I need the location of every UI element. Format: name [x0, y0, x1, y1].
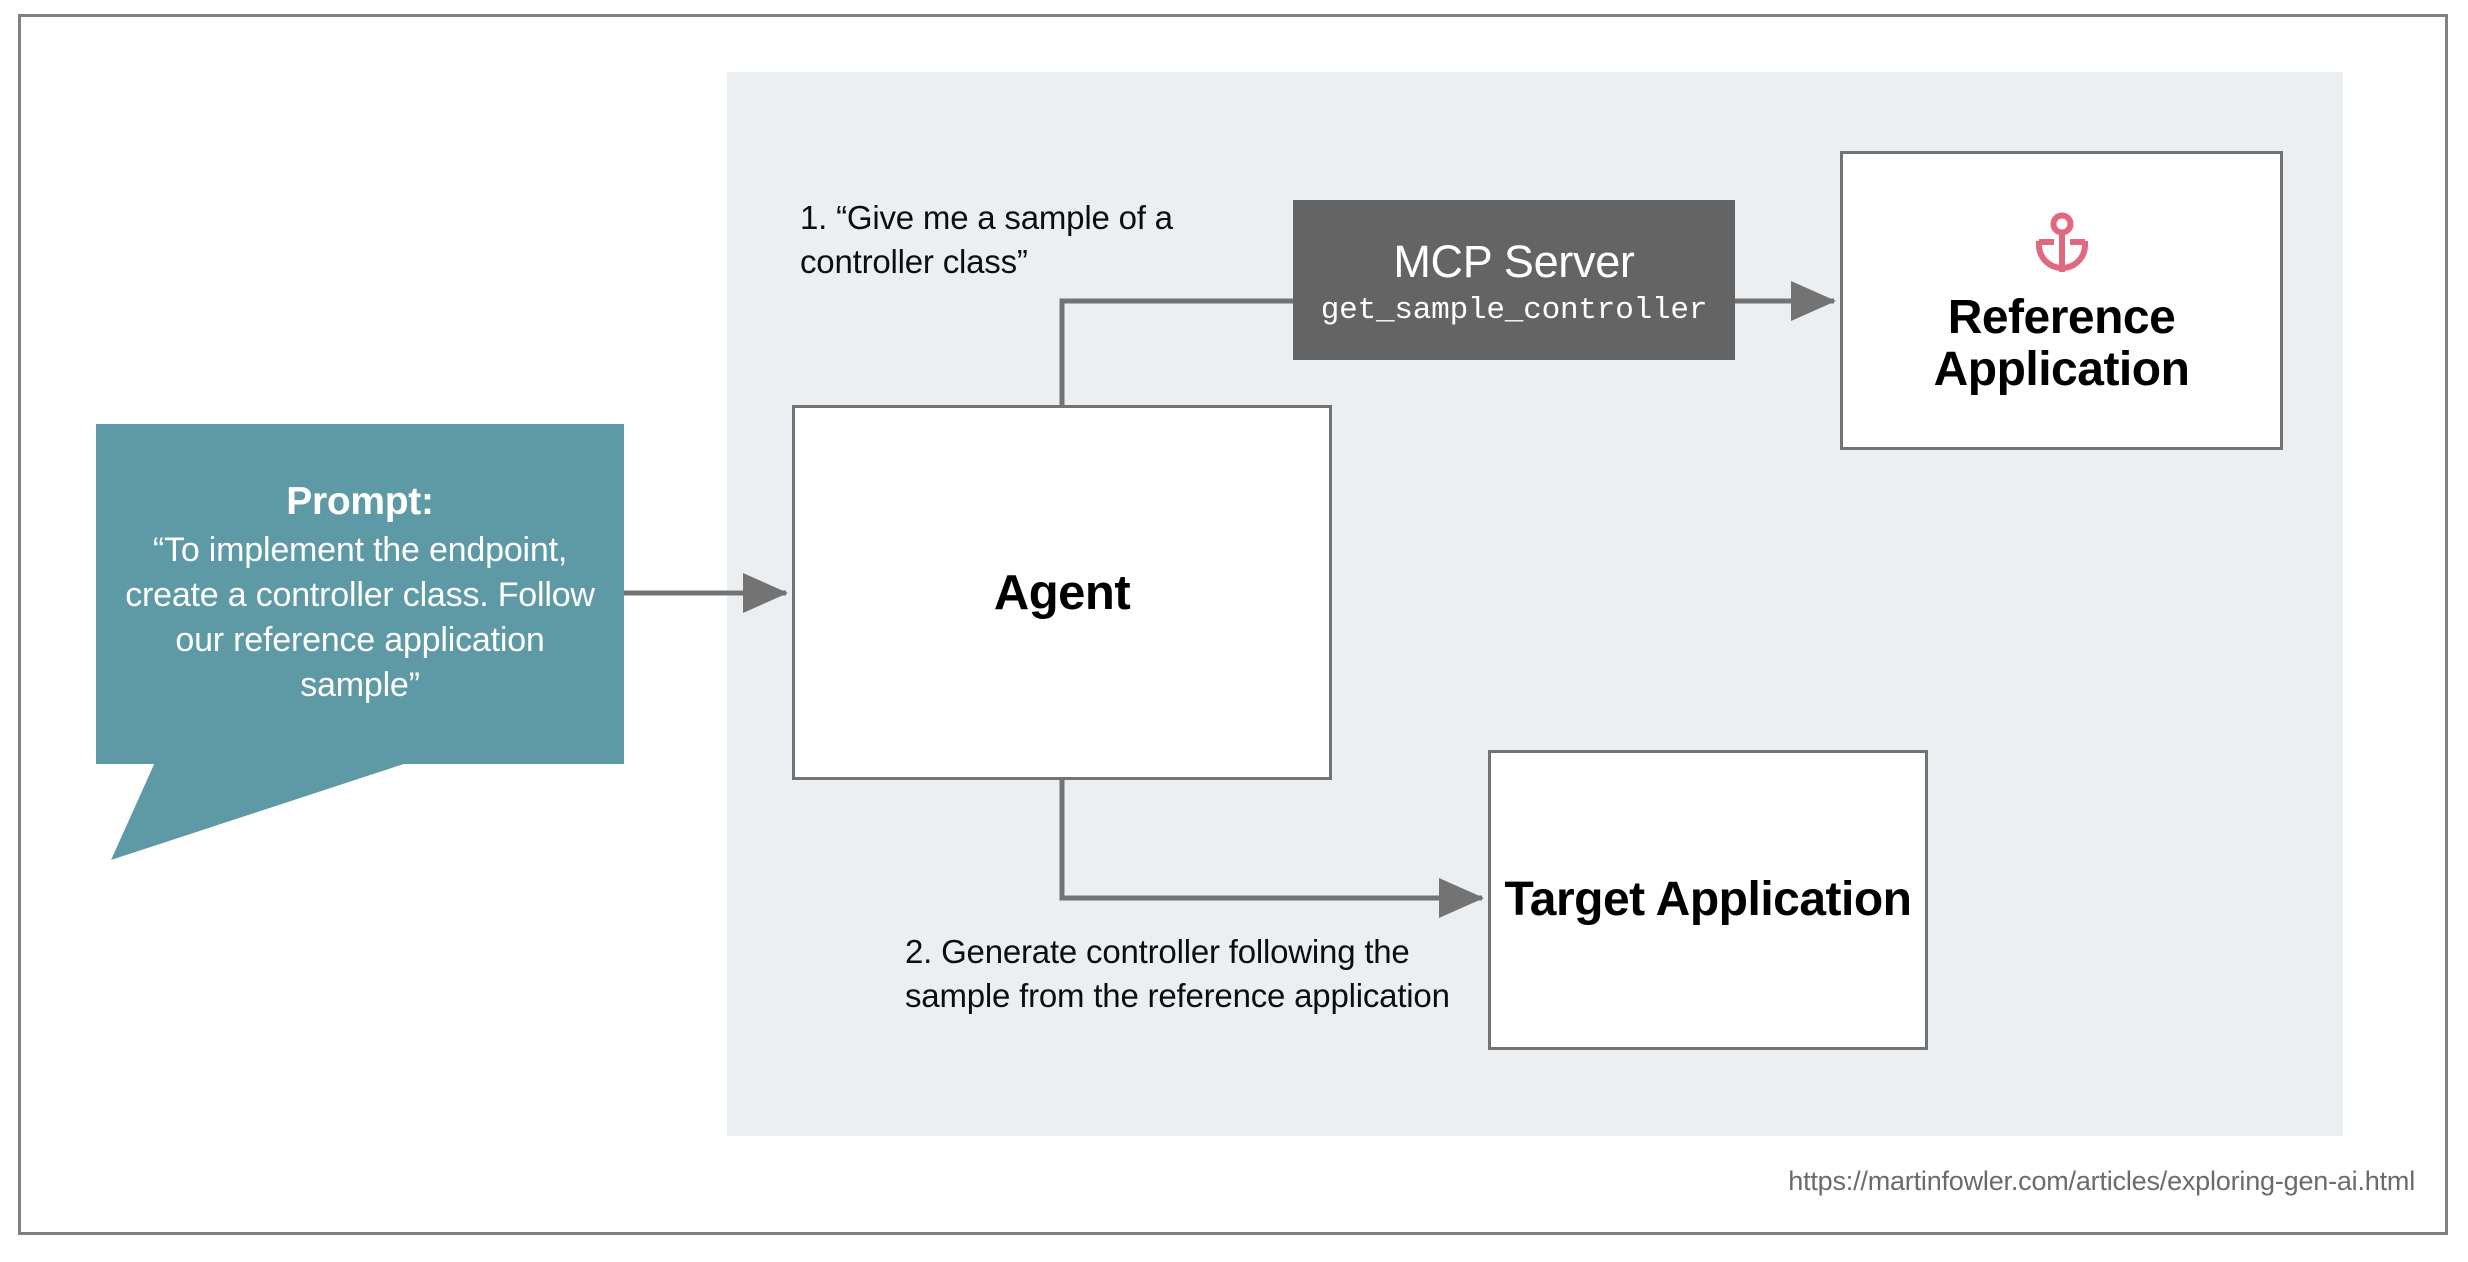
- step-1-annotation: 1. “Give me a sample of a controller cla…: [800, 199, 1173, 280]
- step-2-annotation: 2. Generate controller following the sam…: [905, 933, 1450, 1014]
- reference-application-label: Reference Application: [1933, 291, 2190, 396]
- agent-node[interactable]: Agent: [792, 405, 1332, 780]
- prompt-title: Prompt:: [286, 480, 434, 524]
- prompt-speech-bubble: Prompt: “To implement the endpoint, crea…: [96, 424, 624, 764]
- mcp-server-tool-name: get_sample_controller: [1320, 292, 1708, 328]
- mcp-server-title: MCP Server: [1393, 236, 1635, 288]
- mcp-server-node[interactable]: MCP Server get_sample_controller: [1293, 200, 1735, 360]
- target-application-node[interactable]: Target Application: [1488, 750, 1928, 1050]
- anchor-icon: [2030, 212, 2094, 278]
- agent-label: Agent: [993, 565, 1131, 620]
- source-url-text: https://martinfowler.com/articles/explor…: [1788, 1166, 2415, 1196]
- prompt-bubble-tail: [111, 760, 416, 860]
- prompt-body-text: “To implement the endpoint, create a con…: [125, 531, 595, 704]
- target-application-label: Target Application: [1504, 873, 1912, 927]
- reference-application-node[interactable]: Reference Application: [1840, 151, 2283, 450]
